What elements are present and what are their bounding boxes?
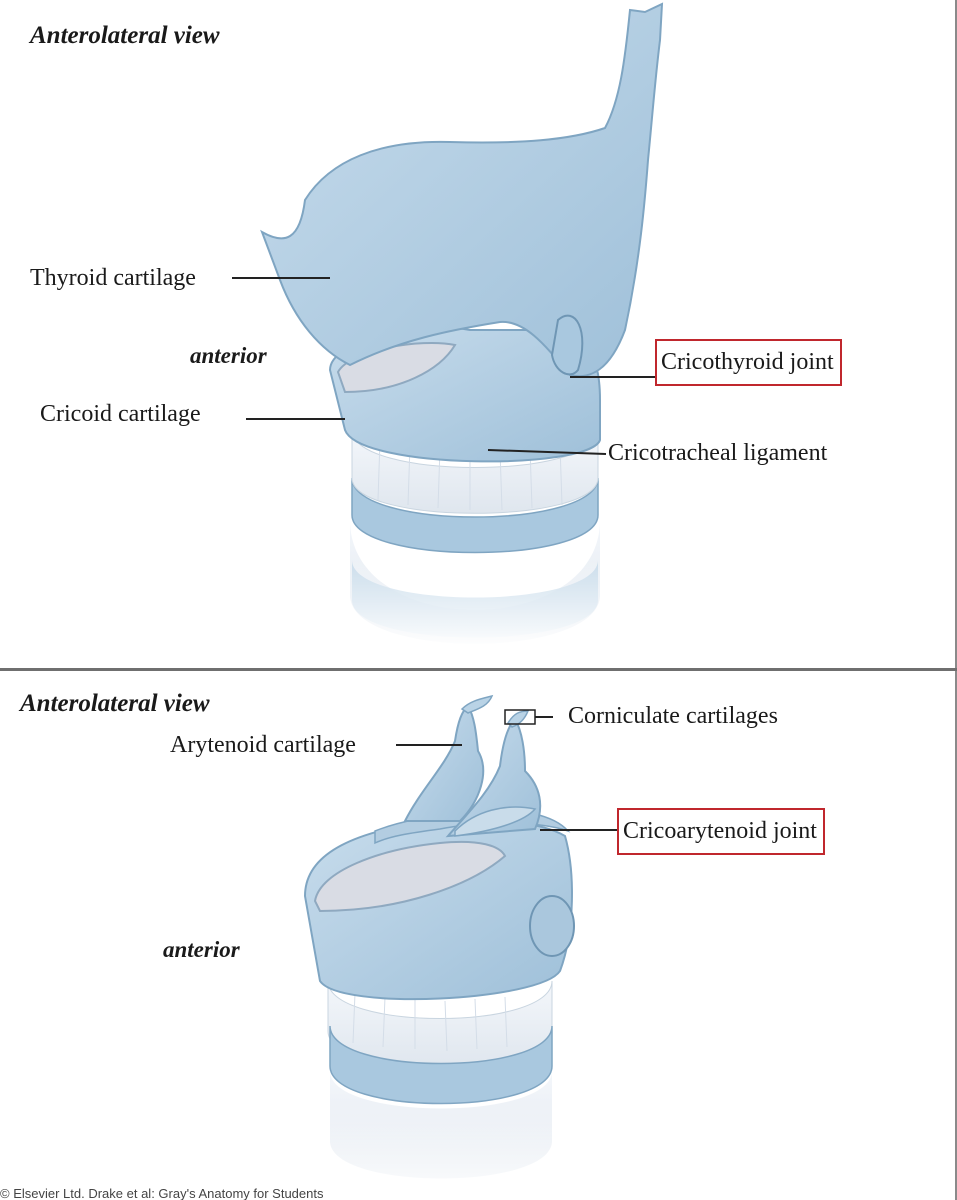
- anterior-label-bottom: anterior: [163, 937, 240, 962]
- leader-lines-bottom: [396, 709, 618, 831]
- arytenoid-cartilage-label: Arytenoid cartilage: [170, 732, 356, 758]
- larynx-illustration-bottom: [303, 694, 618, 1200]
- corniculate-cartilages-label: Corniculate cartilages: [568, 703, 778, 729]
- top-panel: Anterolateral view Thyroid cartilage ant…: [30, 0, 957, 668]
- view-title-bottom: Anterolateral view: [20, 690, 210, 717]
- cricoid-cartilage-label: Cricoid cartilage: [40, 401, 201, 427]
- trachea-bottom: [310, 980, 570, 1200]
- thyroid-cartilage-label: Thyroid cartilage: [30, 265, 196, 291]
- larynx-illustration-top: [232, 2, 664, 650]
- bottom-panel: Anterolateral view Arytenoid cartilage C…: [0, 671, 957, 1200]
- thyroid-cartilage-top: [260, 2, 664, 378]
- cricoid-cartilage-bottom: [303, 808, 575, 1001]
- cricothyroid-joint-label: Cricothyroid joint: [655, 339, 842, 386]
- panel-divider: [0, 668, 957, 671]
- copyright-credit: © Elsevier Ltd. Drake et al: Gray's Anat…: [0, 1186, 324, 1200]
- trachea-top: [330, 429, 620, 650]
- view-title-top: Anterolateral view: [30, 22, 220, 49]
- leader-lines-top: [232, 277, 655, 455]
- cricoarytenoid-joint-label: Cricoarytenoid joint: [617, 808, 825, 855]
- anterior-label-top: anterior: [190, 343, 267, 368]
- arytenoid-cartilages: [403, 694, 542, 838]
- cricotracheal-ligament-label: Cricotracheal ligament: [608, 440, 828, 466]
